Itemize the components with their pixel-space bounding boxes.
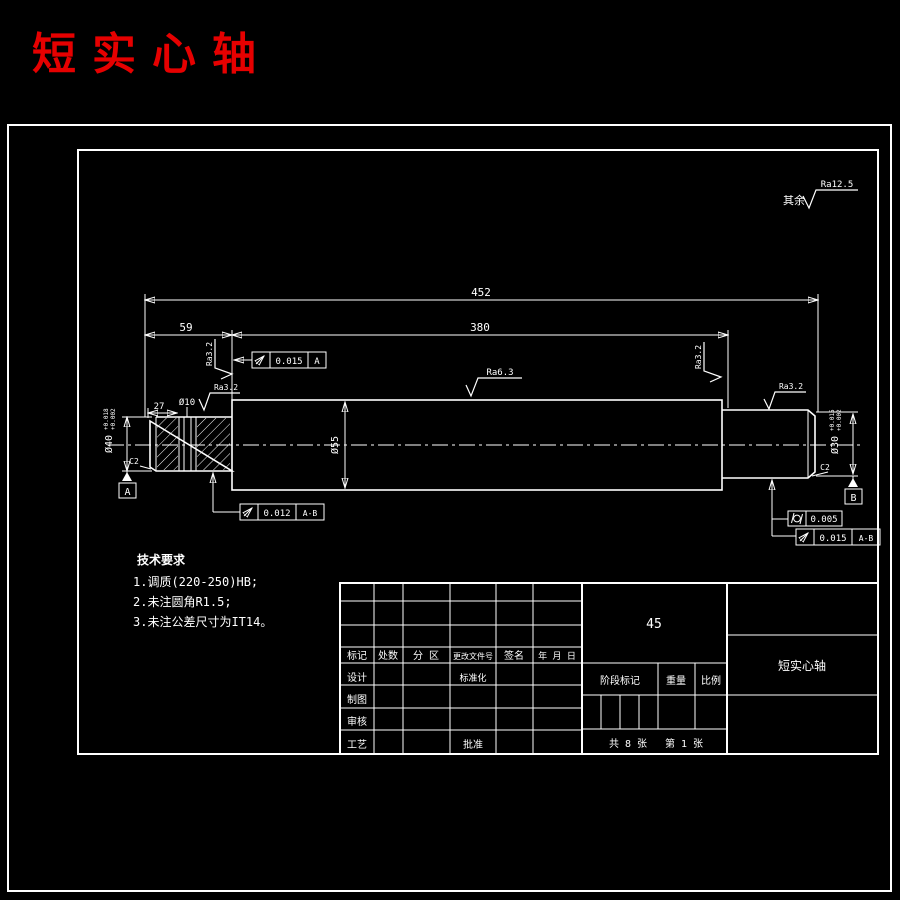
surface-right-step-value: Ra3.2 [694,345,703,369]
dia-left-tol-lo: +0.002 [110,408,117,430]
dia-left-label: Ø40 [103,435,115,453]
tb-col-fenqu: 分 区 [413,650,439,662]
fcf-runout-left-datum: A-B [303,509,318,518]
surface-right-value: Ra3.2 [779,382,803,391]
tb-sheet-total: 共 8 张 [609,738,647,750]
surface-body-value: Ra6.3 [486,368,513,378]
tech-req-item: 1.调质(220-250)HB; [133,575,258,589]
cylindricity-icon [791,512,803,525]
surface-rest-value: Ra12.5 [821,180,854,190]
dia-right-tol-lo: +0.002 [836,409,843,431]
dim-left: 59 [179,321,192,334]
tb-material: 45 [646,617,662,632]
chamfer-left-label: C2 [129,457,139,466]
tb-weight-label: 重量 [666,674,686,687]
tb-col-chushu: 处数 [378,649,398,662]
tech-req-item: 2.未注圆角R1.5; [133,594,232,609]
fcf-runout-left-value: 0.012 [263,509,290,519]
surface-rest-prefix: 其余 [783,193,805,207]
tb-col-biaoji: 标记 [347,650,367,662]
tb-col-qianming: 签名 [504,649,524,662]
tb-sheet-no: 第 1 张 [665,737,703,750]
fcf-runout-step-value: 0.015 [275,357,302,367]
fcf-runout-right-value: 0.015 [819,534,846,544]
roughness-icon [198,392,240,412]
surface-groove-value: Ra3.2 [214,383,238,392]
tech-req-heading: 技术要求 [137,552,186,567]
roughness-icon [465,377,522,398]
diameter-dims: Ø40 +0.018 +0.002 A Ø55 Ø30 +0.015 +0.00… [103,402,863,505]
tb-row-gongyi: 工艺 [347,739,367,751]
tb-row-sheji: 设计 [347,671,367,684]
roughness-icon [802,189,858,210]
fcf-runout-right-datum: A-B [859,534,874,543]
fcf-runout-step-datum: A [314,357,320,367]
dim-groove: Ø10 [179,397,195,408]
roughness-icon-rotated: Ra3.2 [205,339,234,380]
dia-body-label: Ø55 [329,436,341,454]
runout-icon [244,508,252,516]
roughness-icon-rotated: Ra3.2 [694,342,723,383]
surface-left-step-value: Ra3.2 [205,342,214,366]
datum-a-triangle [122,472,132,481]
surface-marks: 其余 Ra12.5 Ra6.3 Ra3.2 Ra3.2 Ra3.2 Ra3.2 [198,180,858,412]
dia-right-tol-hi: +0.015 [829,409,836,431]
dim-overall: 452 [471,286,491,299]
datum-b-label: B [850,493,856,504]
fcf-group: 0.015 A 0.012 A-B 0.005 [213,351,881,546]
dia-right-label: Ø30 [829,436,841,454]
tech-requirements: 技术要求 1.调质(220-250)HB; 2.未注圆角R1.5; 3.未注公差… [133,552,272,629]
tb-biaozhunhua: 标准化 [459,672,486,684]
dim-body: 380 [470,321,490,334]
outer-border [7,124,892,892]
tb-pizhun: 批准 [463,738,483,751]
knurl-hatch-right [197,418,230,470]
dimensions: 452 59 380 27 Ø10 [145,286,818,418]
datum-b-triangle [848,478,858,487]
tb-part-name: 短实心轴 [778,658,826,673]
knurl-hatch-left [157,418,178,470]
chamfer-labels: C2 C2 [129,457,830,477]
tb-row-shenhe: 审核 [347,715,367,728]
fcf-cylindricity-value: 0.005 [810,515,837,525]
dim-knurl: 27 [154,402,165,412]
tb-stage-label: 阶段标记 [600,674,640,687]
roughness-icon [763,391,806,411]
runout-icon [256,356,264,364]
tb-row-zhitu: 制图 [347,693,367,706]
dia-left-tol-hi: +0.018 [103,408,110,430]
runout-icon [800,533,808,541]
tb-scale-label: 比例 [701,674,721,687]
datum-a-label: A [124,487,130,498]
tb-col-file-no: 更改文件号 [453,651,493,661]
tb-col-date: 年 月 日 [538,650,576,662]
drawing-title: 短实心轴 [32,29,272,80]
chamfer-right-label: C2 [820,463,830,472]
shaft-right-journal [722,409,816,479]
tech-req-item: 3.未注公差尺寸为IT14。 [133,614,272,629]
title-block: 标记 处数 分 区 更改文件号 签名 年 月 日 设计 制图 审核 工艺 标准化… [339,582,879,755]
